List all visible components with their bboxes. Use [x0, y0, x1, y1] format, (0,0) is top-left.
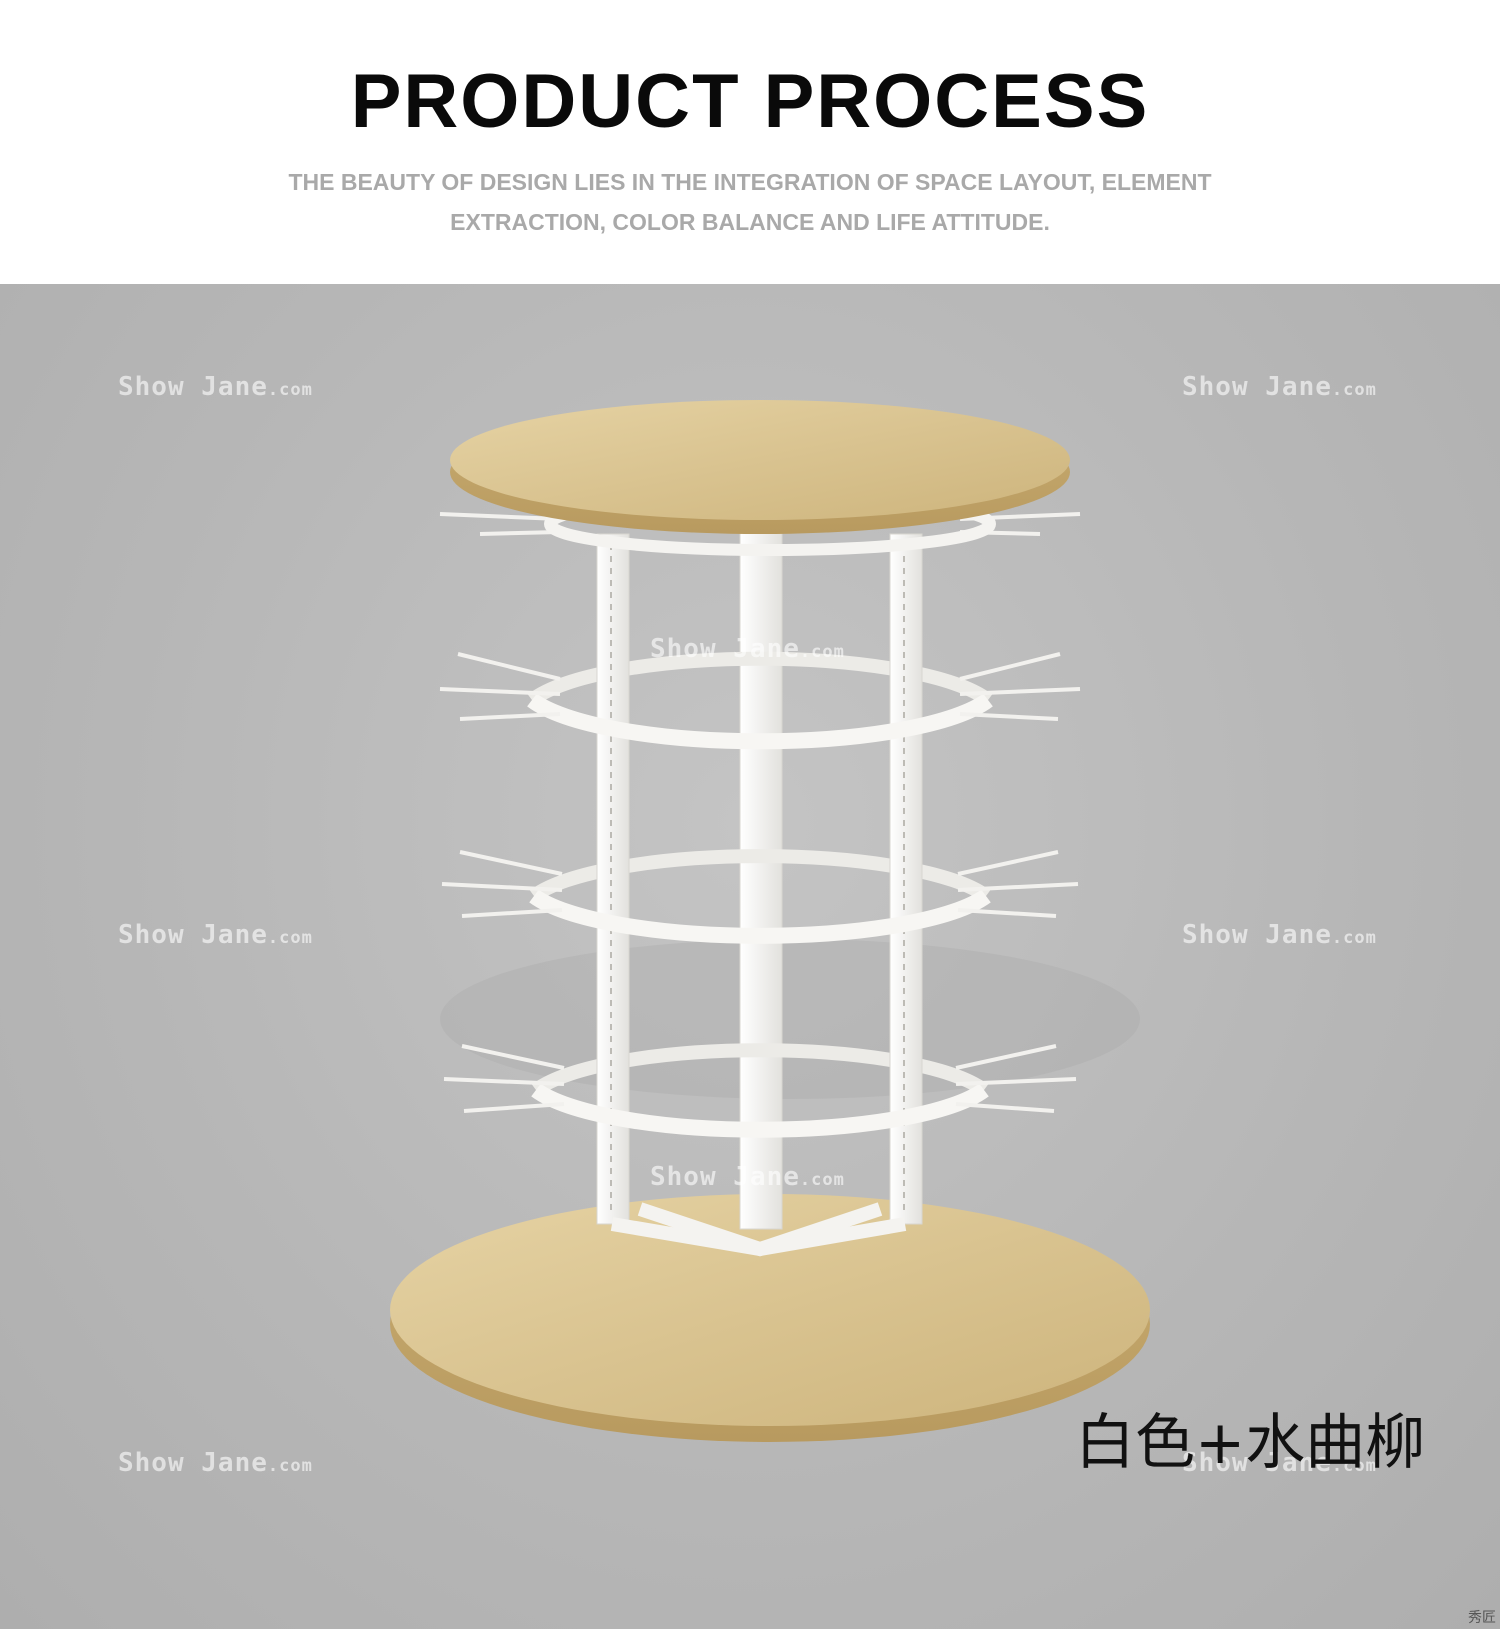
floor-shadow — [440, 939, 1140, 1099]
display-rack-illustration — [390, 400, 1150, 1442]
top-disc — [450, 400, 1070, 534]
header: PRODUCT PROCESS THE BEAUTY OF DESIGN LIE… — [0, 0, 1500, 284]
ring-1-front — [527, 693, 993, 750]
ring-2-back — [529, 849, 991, 902]
page-title: PRODUCT PROCESS — [350, 59, 1150, 144]
subtitle-line-1: THE BEAUTY OF DESIGN LIES IN THE INTEGRA… — [288, 169, 1212, 195]
corner-mark: 秀匠 — [1468, 1610, 1496, 1626]
back-pole — [739, 518, 783, 1230]
ring-3-back — [531, 1043, 989, 1096]
watermark: Show Jane.com — [1182, 1448, 1377, 1478]
hooks — [439, 512, 1081, 1113]
subtitle-line-2: EXTRACTION, COLOR BALANCE AND LIFE ATTIT… — [450, 209, 1050, 235]
product-caption: 白色+水曲柳 — [1075, 1408, 1426, 1478]
page-subtitle: THE BEAUTY OF DESIGN LIES IN THE INTEGRA… — [230, 162, 1270, 242]
ring-3-front — [531, 1083, 989, 1138]
watermark: Show Jane.com — [1182, 372, 1377, 402]
watermark: Show Jane.com — [1182, 920, 1377, 950]
watermark: Show Jane.com — [650, 1162, 845, 1192]
cross-base — [610, 1202, 907, 1257]
watermark: Show Jane.com — [650, 634, 845, 664]
product-render: Show Jane.com Show Jane.com Show Jane.co… — [0, 284, 1500, 1629]
watermark: Show Jane.com — [118, 372, 313, 402]
ring-1-back — [527, 651, 993, 706]
watermark: Show Jane.com — [118, 1448, 313, 1478]
base-disc — [390, 1194, 1150, 1442]
ring-2-front — [529, 889, 991, 944]
watermark: Show Jane.com — [118, 920, 313, 950]
